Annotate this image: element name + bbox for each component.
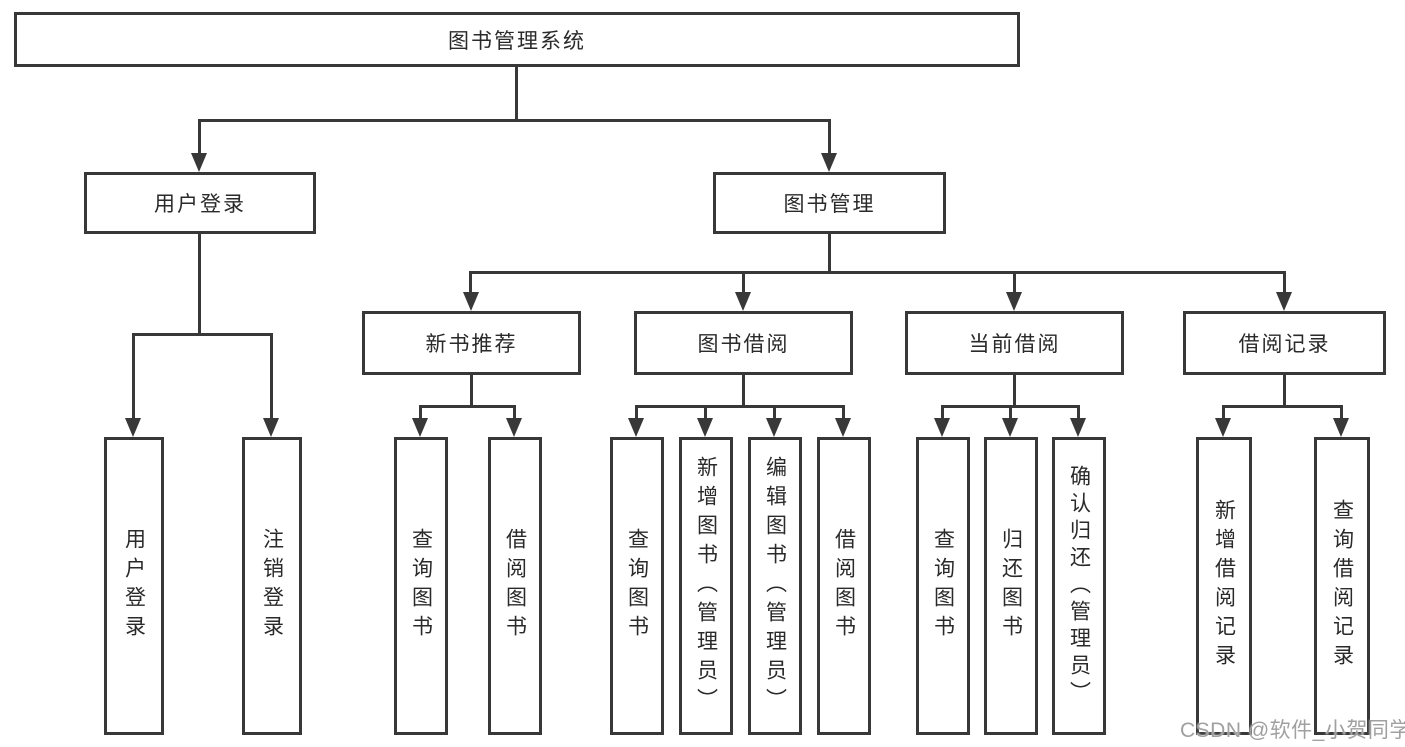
arrow-down-icon bbox=[506, 418, 522, 437]
connector-line bbox=[1009, 405, 1012, 421]
leaf-borrow-books-recommend: 借阅图书 bbox=[488, 437, 542, 735]
node-book-management: 图书管理 bbox=[713, 172, 946, 234]
connector-line bbox=[742, 374, 745, 408]
connector-line bbox=[132, 333, 135, 421]
arrow-down-icon bbox=[1002, 418, 1018, 437]
connector-line bbox=[773, 405, 776, 421]
arrow-down-icon bbox=[735, 292, 751, 311]
arrow-down-icon bbox=[835, 418, 851, 437]
leaf-confirm-return-admin: 确认归还（管理员） bbox=[1052, 437, 1106, 735]
leaf-add-borrow-record: 新增借阅记录 bbox=[1196, 437, 1252, 735]
node-borrowing-records: 借阅记录 bbox=[1183, 311, 1386, 375]
connector-line bbox=[419, 405, 422, 421]
connector-line bbox=[513, 405, 516, 421]
leaf-user-login: 用户登录 bbox=[104, 437, 164, 735]
arrow-down-icon bbox=[263, 418, 279, 437]
connector-line bbox=[270, 333, 273, 421]
node-library-system: 图书管理系统 bbox=[14, 12, 1020, 67]
leaf-borrow-books: 借阅图书 bbox=[817, 437, 871, 735]
arrow-down-icon bbox=[766, 418, 782, 437]
connector-line bbox=[941, 405, 944, 421]
leaf-add-book-admin: 新增图书（管理员） bbox=[679, 437, 733, 735]
connector-line bbox=[132, 333, 273, 336]
arrow-down-icon bbox=[412, 418, 428, 437]
connector-line bbox=[469, 271, 472, 295]
connector-line bbox=[1340, 405, 1343, 421]
leaf-query-books-recommend: 查询图书 bbox=[394, 437, 448, 735]
arrow-down-icon bbox=[697, 418, 713, 437]
leaf-query-borrow-record: 查询借阅记录 bbox=[1314, 437, 1370, 735]
connector-line bbox=[828, 119, 831, 155]
connector-line bbox=[198, 119, 831, 122]
arrow-down-icon bbox=[1215, 418, 1231, 437]
connector-line bbox=[1013, 374, 1016, 408]
leaf-logout: 注销登录 bbox=[242, 437, 302, 735]
node-book-borrowing: 图书借阅 bbox=[634, 311, 853, 375]
leaf-query-books-borrow: 查询图书 bbox=[610, 437, 664, 735]
arrow-down-icon bbox=[463, 292, 479, 311]
arrow-down-icon bbox=[1070, 418, 1086, 437]
connector-line bbox=[704, 405, 707, 421]
arrow-down-icon bbox=[125, 418, 141, 437]
connector-line bbox=[515, 67, 518, 121]
node-current-borrowing: 当前借阅 bbox=[905, 311, 1124, 375]
connector-line bbox=[842, 405, 845, 421]
node-new-book-recommendation: 新书推荐 bbox=[362, 311, 581, 375]
leaf-return-book: 归还图书 bbox=[984, 437, 1038, 735]
connector-line bbox=[635, 405, 638, 421]
leaf-edit-book-admin: 编辑图书（管理员） bbox=[748, 437, 802, 735]
arrow-down-icon bbox=[821, 153, 837, 172]
connector-line bbox=[742, 271, 745, 295]
arrow-down-icon bbox=[934, 418, 950, 437]
arrow-down-icon bbox=[191, 153, 207, 172]
connector-line bbox=[470, 374, 473, 408]
connector-line bbox=[469, 271, 1286, 274]
connector-line bbox=[198, 119, 201, 155]
connector-line bbox=[1222, 405, 1343, 408]
arrow-down-icon bbox=[1006, 292, 1022, 311]
connector-line bbox=[419, 405, 516, 408]
csdn-watermark: CSDN @软件_小贺同学 bbox=[1180, 719, 1405, 742]
connector-line bbox=[1013, 271, 1016, 295]
arrow-down-icon bbox=[628, 418, 644, 437]
connector-line bbox=[1222, 405, 1225, 421]
connector-line bbox=[828, 233, 831, 274]
connector-line bbox=[1283, 271, 1286, 295]
arrow-down-icon bbox=[1333, 418, 1349, 437]
connector-line bbox=[1077, 405, 1080, 421]
connector-line bbox=[635, 405, 845, 408]
connector-line bbox=[198, 233, 201, 335]
connector-line bbox=[1283, 374, 1286, 408]
arrow-down-icon bbox=[1276, 292, 1292, 311]
leaf-query-books-current: 查询图书 bbox=[916, 437, 970, 735]
node-user-login: 用户登录 bbox=[84, 172, 316, 234]
